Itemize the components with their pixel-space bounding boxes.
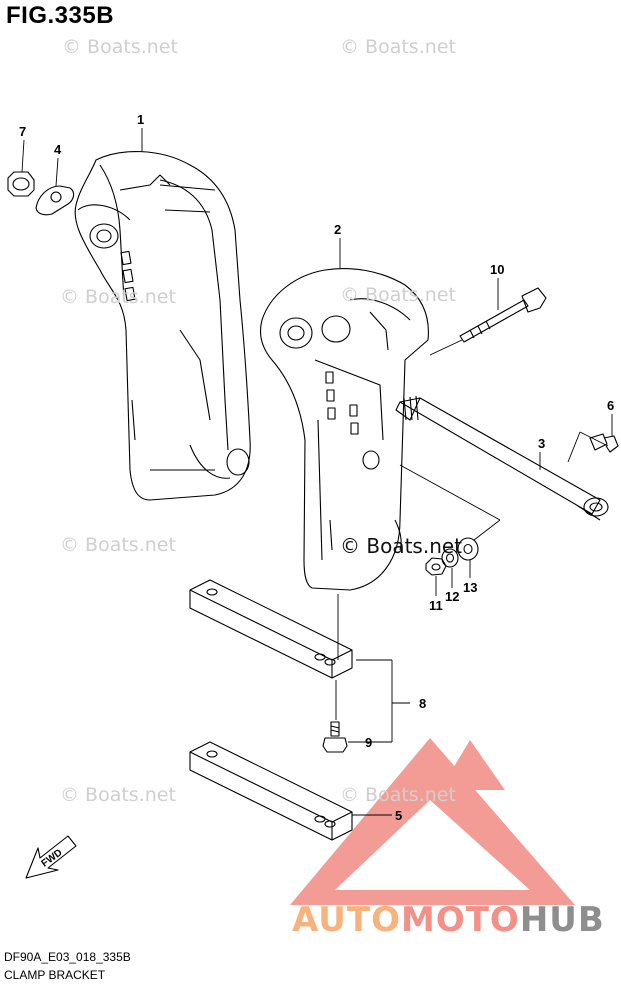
- part-4-plate: [35, 185, 75, 216]
- figure-code: DF90A_E03_018_335B: [4, 950, 131, 964]
- part-2-clamp-bracket: [259, 268, 429, 591]
- fwd-arrow-icon: [25, 835, 77, 879]
- part-9-screw: [322, 721, 348, 753]
- watermark: © Boats.net: [60, 784, 176, 806]
- leader-lines: [21, 128, 613, 816]
- part-13-washer: [457, 537, 479, 561]
- watermark: © Boats.net: [60, 534, 176, 556]
- figure-name: CLAMP BRACKET: [4, 968, 106, 982]
- part-8-plate: [189, 579, 353, 679]
- part-5-plate: [189, 741, 353, 841]
- part-10-bolt: [459, 287, 547, 343]
- callout-6: 6: [607, 398, 614, 413]
- watermark: © Boats.net: [60, 286, 176, 308]
- callout-5: 5: [395, 808, 402, 823]
- brand-part-moto: MOTO: [400, 900, 520, 940]
- part-6-bolt: [589, 433, 619, 453]
- automotohub-logo-icon: [290, 738, 575, 905]
- watermark: © Boats.net: [340, 534, 463, 558]
- callout-10: 10: [490, 262, 504, 277]
- fwd-label: FWD: [40, 847, 65, 869]
- callout-13: 13: [463, 580, 477, 595]
- callout-1: 1: [137, 112, 144, 127]
- part-1-clamp-bracket: [74, 150, 251, 501]
- callout-3: 3: [538, 436, 545, 451]
- brand-part-hub: HUB: [519, 900, 605, 940]
- brand-wordmark: AUTOMOTOHUB: [292, 900, 605, 940]
- callout-4: 4: [54, 142, 62, 157]
- watermark: © Boats.net: [62, 36, 178, 58]
- callout-8: 8: [419, 696, 426, 711]
- brand-part-auto: AUTO: [292, 900, 401, 940]
- part-7-nut: [7, 171, 35, 197]
- callout-2: 2: [334, 222, 341, 237]
- callout-11: 11: [429, 598, 443, 613]
- figure-title: FIG.335B: [6, 2, 115, 29]
- watermark: © Boats.net: [340, 36, 456, 58]
- part-11-nut: [425, 557, 447, 576]
- part-3-shaft: [395, 395, 609, 521]
- watermark: © Boats.net: [340, 784, 456, 806]
- callout-9: 9: [365, 735, 372, 750]
- part-12-washer: [441, 548, 459, 568]
- callout-7: 7: [19, 124, 26, 139]
- watermark: © Boats.net: [340, 284, 456, 306]
- callout-12: 12: [445, 589, 459, 604]
- callout-labels: 1 2 3 4 5 6 7 8 9 10 11 12 13 FWD: [19, 112, 614, 870]
